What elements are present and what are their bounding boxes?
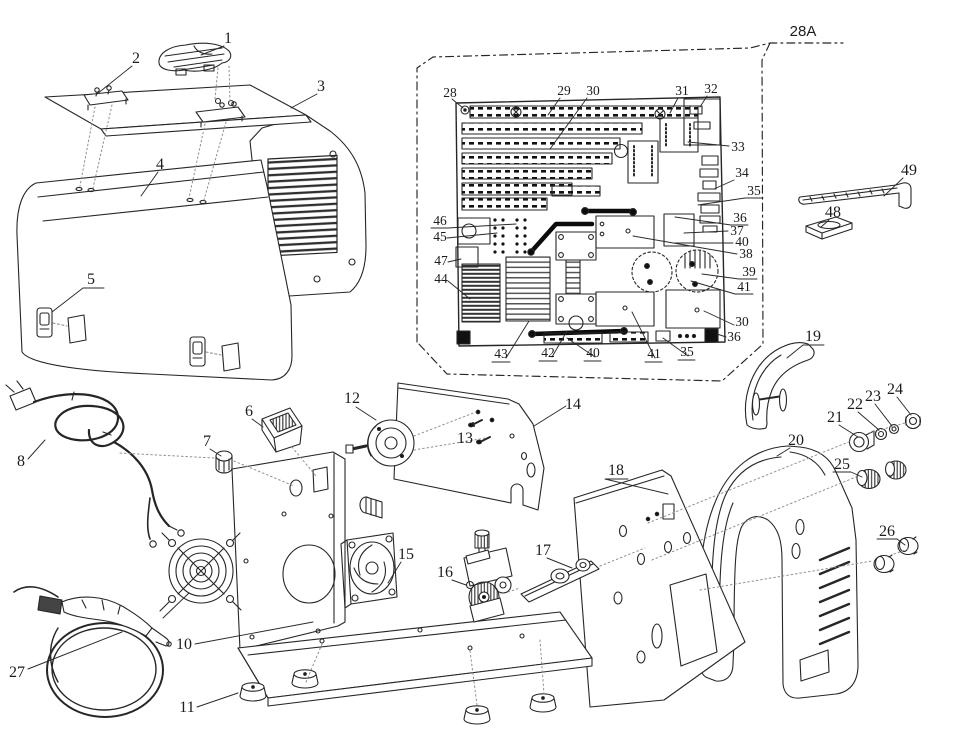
part-label-29: 29 <box>557 83 571 98</box>
part-label-13: 13 <box>457 430 473 447</box>
part-label-42: 42 <box>541 345 555 360</box>
part-label-23: 23 <box>865 388 881 405</box>
part-label-41c: 41 <box>647 346 661 361</box>
part-label-16: 16 <box>437 564 453 581</box>
leader-lines <box>27 45 912 708</box>
part-label-4: 4 <box>156 156 164 173</box>
part-label-30a: 30 <box>586 83 600 98</box>
part-label-35c: 35 <box>680 344 694 359</box>
part-label-28a: 28A <box>790 23 817 40</box>
part-17-connector-bracket <box>520 558 600 603</box>
part-label-44: 44 <box>434 271 448 286</box>
part-label-10: 10 <box>176 636 192 653</box>
fan-grille <box>159 532 242 612</box>
part-label-11: 11 <box>179 699 194 716</box>
part-24-connector <box>904 412 922 430</box>
part-label-21: 21 <box>827 409 843 426</box>
part-label-25: 25 <box>834 456 850 473</box>
part-18-inner-panel <box>573 469 746 708</box>
part-label-45: 45 <box>433 229 447 244</box>
part-label-12: 12 <box>344 390 360 407</box>
part-label-38: 38 <box>739 246 753 261</box>
part-label-33: 33 <box>731 139 745 154</box>
part-label-8: 8 <box>17 453 25 470</box>
part-label-40c: 40 <box>586 345 600 360</box>
pcb-dashed-boundary <box>416 42 844 382</box>
part-label-35r: 35 <box>747 183 761 198</box>
part-label-39: 39 <box>742 264 756 279</box>
part-label-30b: 30 <box>735 314 749 329</box>
part-label-36b: 36 <box>727 329 741 344</box>
part-48-clamp <box>805 216 853 240</box>
part-labels: 1 2 3 4 5 6 7 8 27 10 11 12 13 14 15 16 … <box>9 23 917 716</box>
part-label-3: 3 <box>317 78 325 95</box>
part-label-34: 34 <box>735 165 749 180</box>
part-28-pcb <box>455 96 726 347</box>
part-27-torch <box>13 586 172 718</box>
part-16-wire-feeder <box>463 529 513 623</box>
part-label-24: 24 <box>887 381 903 398</box>
part-label-14: 14 <box>565 396 581 413</box>
part-label-15: 15 <box>398 546 414 563</box>
part-19-spool-bracket <box>744 342 815 430</box>
part-label-6: 6 <box>245 403 253 420</box>
part-6-power-switch <box>261 407 303 453</box>
part-4-side-cover <box>16 159 293 381</box>
part-label-22: 22 <box>847 396 863 413</box>
part-49-bracket-bar <box>798 182 912 209</box>
part-label-26: 26 <box>879 523 895 540</box>
part-22-connector <box>874 427 888 441</box>
part-5-latches <box>36 307 241 372</box>
part-label-40r: 40 <box>735 234 749 249</box>
part-label-41r: 41 <box>737 279 751 294</box>
part-label-49: 49 <box>901 162 917 179</box>
part-26-caps <box>873 536 919 574</box>
part-label-2: 2 <box>132 50 140 67</box>
assembly-guides <box>119 411 909 706</box>
part-label-17: 17 <box>535 542 551 559</box>
part-label-27: 27 <box>9 664 25 681</box>
part-label-18: 18 <box>608 462 624 479</box>
part-12-spool-hub <box>345 419 415 467</box>
part-11-feet <box>239 669 557 725</box>
part-label-37: 37 <box>730 223 744 238</box>
part-10-chassis <box>231 451 593 707</box>
part-25-knobs <box>856 460 907 490</box>
part-label-5: 5 <box>87 271 95 288</box>
part-20-front-shell <box>698 445 859 699</box>
part-label-19: 19 <box>805 328 821 345</box>
part-label-31: 31 <box>675 83 689 98</box>
part-14-partition-panel <box>393 382 545 511</box>
part-label-1: 1 <box>224 30 232 47</box>
part-label-43: 43 <box>494 346 508 361</box>
part-13-screws <box>468 419 491 445</box>
part-label-46: 46 <box>433 213 447 228</box>
part-label-28: 28 <box>443 85 457 100</box>
part-label-32: 32 <box>704 81 718 96</box>
part-label-47: 47 <box>434 253 448 268</box>
part-15-fan <box>340 532 398 609</box>
part-8-power-cord <box>5 380 185 548</box>
assembly-guides-top <box>79 65 231 201</box>
part-label-48: 48 <box>825 204 841 221</box>
part-7-strain-relief <box>215 450 233 474</box>
part-2-handle-brackets <box>83 85 246 128</box>
part-label-7: 7 <box>203 433 211 450</box>
part-label-36r: 36 <box>733 210 747 225</box>
part-label-20: 20 <box>788 432 804 449</box>
